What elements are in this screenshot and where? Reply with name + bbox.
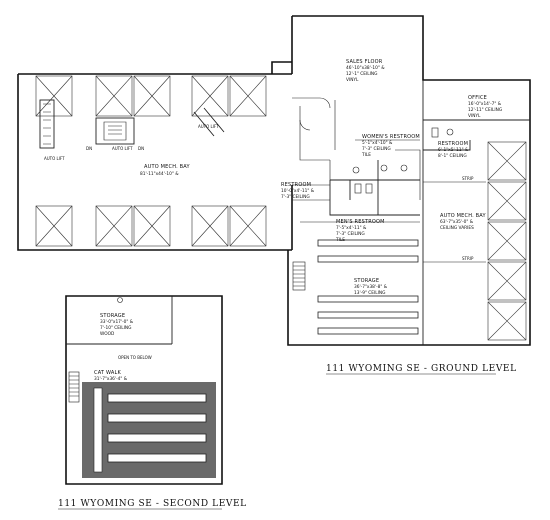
mens-restroom-name: MEN'S RESTROOM [336, 219, 385, 225]
bay-bottom-row-columns [35, 205, 267, 247]
ground-level-title: 111 WYOMING SE - GROUND LEVEL [326, 364, 517, 374]
second-fixture-icon [117, 297, 123, 303]
dn-right-label: DN [138, 146, 144, 151]
office-outline [422, 80, 530, 345]
womens-restroom-dims: 5'-1"x4'-10" & [362, 140, 393, 146]
sales-floor-ceiling: 12'-1" CEILING [346, 71, 377, 77]
second-level-wall [65, 295, 223, 485]
office-finish: VINYL [468, 113, 481, 119]
cat-walk-mezzanine [82, 382, 216, 478]
mens-restroom-finish: TILE [335, 237, 345, 243]
storage-ground-ceiling: 13'-9" CEILING [354, 290, 385, 296]
restroom-left-name: RESTROOM [281, 182, 311, 188]
auto-bay-right-ceiling: CEILING VARIES [440, 225, 474, 231]
second-level-plan: STORAGE 33'-0"x17'-0" & 7'-10" CEILING W… [58, 295, 247, 510]
auto-lift-right-icon [193, 107, 225, 137]
restroom-right-dims: 6'-1"x5'-11" & [438, 147, 469, 153]
second-storage-name: STORAGE [100, 313, 125, 319]
cat-walk-dims: 31'-7"x36'-4" & [94, 376, 128, 382]
mens-restroom-ceiling: 7'-3" CEILING [336, 231, 365, 237]
open-to-below-label: OPEN TO BELOW [118, 355, 152, 360]
second-storage-finish: WOOD [100, 331, 115, 337]
auto-lift-center-icon [95, 117, 135, 145]
right-bay-columns [423, 141, 527, 341]
dn-left-label: DN [86, 146, 92, 151]
womens-restroom-name: WOMEN'S RESTROOM [362, 134, 420, 140]
restroom-left-dims: 10'-0"x4'-11" & [281, 188, 315, 194]
cat-walk-name: CAT WALK [94, 370, 121, 376]
sales-floor-partitions [292, 97, 421, 200]
womens-restroom-ceiling: 7'-3" CEILING [362, 146, 391, 152]
strip-top-label: STRIP [462, 176, 474, 181]
left-bay-wall [17, 61, 292, 251]
auto-lift-left-label: AUTO LIFT [44, 156, 65, 161]
second-stair-icon [68, 371, 80, 403]
auto-bay-left-dims: 81'-11"x44'-10" & [140, 171, 179, 177]
bay-top-row-columns [35, 75, 267, 117]
restroom-left-ceiling: 7'-3" CEILING [281, 194, 310, 200]
sales-floor-dims: 46'-10"x38'-10" & [346, 65, 385, 71]
second-storage-partition [66, 296, 173, 345]
restroom-right-ceiling: 8'-1" CEILING [438, 153, 467, 159]
sales-floor-finish: VINYL [346, 77, 359, 83]
main-building-wall [287, 15, 531, 346]
ground-storage-racks [300, 221, 420, 335]
ground-stair-icon [292, 261, 306, 291]
auto-lift-center-label: AUTO LIFT [112, 146, 133, 151]
auto-lift-left-icon [39, 99, 55, 149]
second-storage-dims: 33'-0"x17'-0" & [100, 319, 134, 325]
restroom-right-name: RESTROOM [438, 141, 468, 147]
ground-level-plan: SALES FLOOR 46'-10"x38'-10" & 12'-1" CEI… [17, 15, 531, 375]
storage-ground-name: STORAGE [354, 278, 379, 284]
auto-bay-right-dims: 63'-7"x35'-0" & [440, 219, 474, 225]
auto-bay-right-name: AUTO MECH. BAY [440, 213, 487, 219]
sales-floor-name: SALES FLOOR [346, 59, 383, 65]
second-storage-ceiling: 7'-10" CEILING [100, 325, 131, 331]
second-level-title: 111 WYOMING SE - SECOND LEVEL [58, 499, 247, 509]
ground-room-labels: SALES FLOOR 46'-10"x38'-10" & 12'-1" CEI… [44, 59, 502, 296]
storage-ground-dims: 36'-7"x38'-8" & [354, 284, 388, 290]
auto-bay-left-name: AUTO MECH. BAY [144, 164, 191, 170]
womens-restroom-finish: TILE [361, 152, 371, 158]
mens-restroom-dims: 7'-5"x4'-11" & [336, 225, 367, 231]
office-ceiling: 12'-11" CEILING [468, 107, 502, 113]
office-name: OFFICE [468, 95, 487, 101]
office-dims: 16'-0"x14'-7" & [468, 101, 502, 107]
strip-bottom-label: STRIP [462, 256, 474, 261]
sales-floor-door [299, 97, 331, 131]
auto-lift-right-label: AUTO LIFT [198, 124, 219, 129]
restroom-cluster [292, 127, 454, 216]
